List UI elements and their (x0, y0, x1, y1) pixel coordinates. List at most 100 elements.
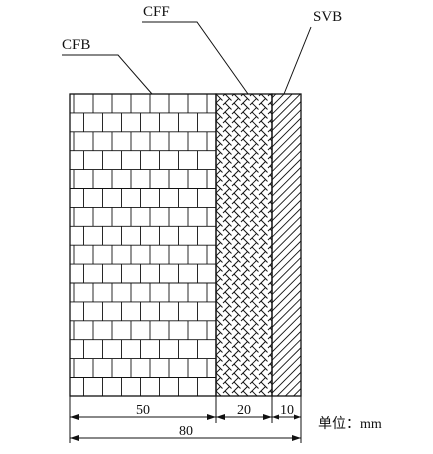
herringbone-stroke (258, 296, 266, 304)
herringbone-stroke (231, 242, 239, 250)
herringbone-stroke (267, 226, 272, 232)
herringbone-stroke (240, 170, 248, 178)
hatch-line (272, 257, 301, 287)
hatch-line (272, 191, 301, 222)
herringbone-stroke (279, 157, 286, 164)
herringbone-stroke (216, 179, 221, 185)
herringbone-stroke (233, 291, 241, 299)
herringbone-stroke (269, 246, 272, 250)
herringbone-stroke (231, 368, 239, 376)
herringbone-stroke (269, 94, 272, 97)
herringbone-stroke (258, 233, 266, 241)
herringbone-stroke (260, 129, 268, 137)
herringbone-stroke (267, 253, 272, 259)
herringbone-stroke (240, 377, 248, 385)
herringbone-stroke (242, 309, 250, 317)
herringbone-stroke (207, 328, 214, 335)
herringbone-stroke (251, 246, 259, 254)
herringbone-stroke (249, 296, 257, 304)
herringbone-stroke (249, 125, 257, 133)
hatch-line (272, 355, 301, 386)
herringbone-stroke (224, 363, 232, 371)
herringbone-stroke (269, 282, 272, 286)
herringbone-stroke (258, 305, 266, 313)
herringbone-stroke (233, 309, 241, 317)
herringbone-stroke (240, 323, 248, 331)
herringbone-stroke (207, 283, 214, 290)
herringbone-stroke (216, 381, 223, 389)
herringbone-stroke (207, 310, 214, 317)
herringbone-stroke (222, 152, 230, 160)
herringbone-stroke (205, 162, 212, 169)
herringbone-stroke (269, 273, 272, 277)
herringbone-stroke (216, 188, 221, 194)
herringbone-stroke (207, 265, 214, 272)
herringbone-stroke (249, 170, 257, 178)
herringbone-stroke (207, 175, 214, 182)
herringbone-stroke (258, 350, 266, 358)
herringbone-stroke (224, 174, 232, 182)
herringbone-stroke (267, 100, 272, 106)
herringbone-stroke (269, 354, 272, 358)
herringbone-stroke (258, 107, 266, 115)
herringbone-stroke (205, 171, 212, 178)
herringbone-stroke (240, 341, 248, 349)
herringbone-stroke (233, 336, 241, 344)
herringbone-stroke (216, 309, 223, 317)
herringbone-stroke (251, 363, 259, 371)
herringbone-stroke (251, 327, 259, 335)
herringbone-stroke (216, 350, 221, 356)
herringbone-stroke (231, 170, 239, 178)
herringbone-stroke (267, 334, 272, 340)
herringbone-stroke (268, 405, 275, 412)
herringbone-stroke (240, 206, 248, 214)
herringbone-stroke (207, 139, 214, 146)
herringbone-stroke (207, 148, 214, 155)
herringbone-stroke (242, 363, 250, 371)
herringbone-stroke (216, 120, 223, 128)
herringbone-stroke (233, 363, 241, 371)
herringbone-stroke (216, 152, 221, 158)
herringbone-stroke (240, 233, 248, 241)
herringbone-stroke (251, 192, 259, 200)
herringbone-stroke (242, 300, 250, 308)
cfb-dimension-arrow-left (70, 414, 79, 420)
herringbone-stroke (260, 282, 268, 290)
herringbone-stroke (233, 354, 241, 362)
herringbone-stroke (231, 143, 239, 151)
herringbone-stroke (249, 206, 257, 214)
cfb-thickness-value: 50 (136, 403, 150, 418)
herringbone-stroke (269, 165, 272, 169)
herringbone-stroke (251, 318, 259, 326)
hatch-line (272, 330, 301, 361)
herringbone-stroke (205, 243, 212, 250)
herringbone-stroke (224, 138, 232, 146)
herringbone-stroke (231, 179, 239, 187)
herringbone-stroke (267, 280, 272, 286)
herringbone-stroke (249, 152, 257, 160)
cff-leader-line (142, 21, 249, 95)
herringbone-stroke (222, 377, 230, 385)
herringbone-stroke (216, 296, 221, 302)
herringbone-stroke (249, 359, 257, 367)
herringbone-stroke (249, 350, 257, 358)
herringbone-stroke (242, 219, 250, 227)
herringbone-stroke (258, 143, 266, 151)
herringbone-stroke (224, 147, 232, 155)
herringbone-stroke (267, 370, 272, 376)
svb-label: SVB (313, 9, 342, 25)
herringbone-stroke (222, 170, 230, 178)
cff-layer-herringbone-fill (205, 85, 286, 412)
hatch-line (272, 265, 301, 295)
herringbone-stroke (269, 219, 272, 223)
herringbone-stroke (251, 183, 259, 191)
herringbone-stroke (231, 386, 239, 394)
herringbone-stroke (222, 94, 226, 97)
herringbone-stroke (279, 85, 286, 92)
herringbone-stroke (240, 197, 248, 205)
herringbone-stroke (231, 296, 239, 304)
herringbone-stroke (216, 255, 223, 263)
herringbone-stroke (260, 372, 268, 380)
herringbone-stroke (216, 260, 221, 266)
herringbone-stroke (222, 350, 230, 358)
